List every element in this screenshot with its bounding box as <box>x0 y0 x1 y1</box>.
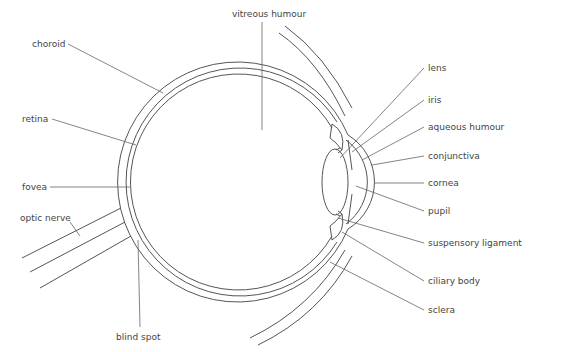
part-label: suspensory ligament <box>428 237 522 249</box>
ciliary-body <box>330 124 343 150</box>
upper-eyelid <box>285 26 352 108</box>
optic-nerve <box>40 236 131 288</box>
part-label: optic nerve <box>20 212 71 224</box>
ciliary-body <box>330 214 343 240</box>
part-label: retina <box>22 113 48 125</box>
part-label: pupil <box>428 205 450 217</box>
part-label: ciliary body <box>428 275 480 287</box>
part-label: choroid <box>32 38 65 50</box>
part-label: lens <box>428 62 446 74</box>
part-label: sclera <box>428 304 455 316</box>
part-label: iris <box>428 94 441 106</box>
retina-layer <box>130 74 332 290</box>
leader-line <box>342 232 424 281</box>
leader-line <box>372 156 424 165</box>
choroid-layer <box>126 68 337 296</box>
leader-line <box>138 240 140 327</box>
leader-line <box>330 262 424 310</box>
leader-line <box>52 119 136 145</box>
cornea-layer <box>348 135 374 229</box>
leader-line <box>338 218 424 243</box>
suspensory-ligament <box>336 148 342 153</box>
part-label: blind spot <box>116 331 160 343</box>
suspensory-ligament <box>336 211 342 216</box>
sclera-layer <box>118 62 348 302</box>
part-label: vitreous humour <box>232 8 306 20</box>
leader-line <box>68 44 163 93</box>
leader-line <box>356 186 424 211</box>
leader-line <box>362 127 424 160</box>
leader-line <box>352 100 424 152</box>
iris-shape <box>348 140 352 170</box>
iris-shape <box>348 194 352 224</box>
lower-eyelid <box>250 250 345 338</box>
leader-line <box>50 187 130 188</box>
part-label: cornea <box>428 177 459 189</box>
part-label: fovea <box>22 181 47 193</box>
part-label: aqueous humour <box>428 121 504 133</box>
leader-line <box>340 68 424 158</box>
leader-line <box>375 183 424 184</box>
leader-line <box>70 222 80 236</box>
conjunctiva-layer <box>346 140 367 224</box>
lens-shape <box>322 149 348 215</box>
leader-line <box>262 22 263 130</box>
part-label: conjunctiva <box>428 150 480 162</box>
